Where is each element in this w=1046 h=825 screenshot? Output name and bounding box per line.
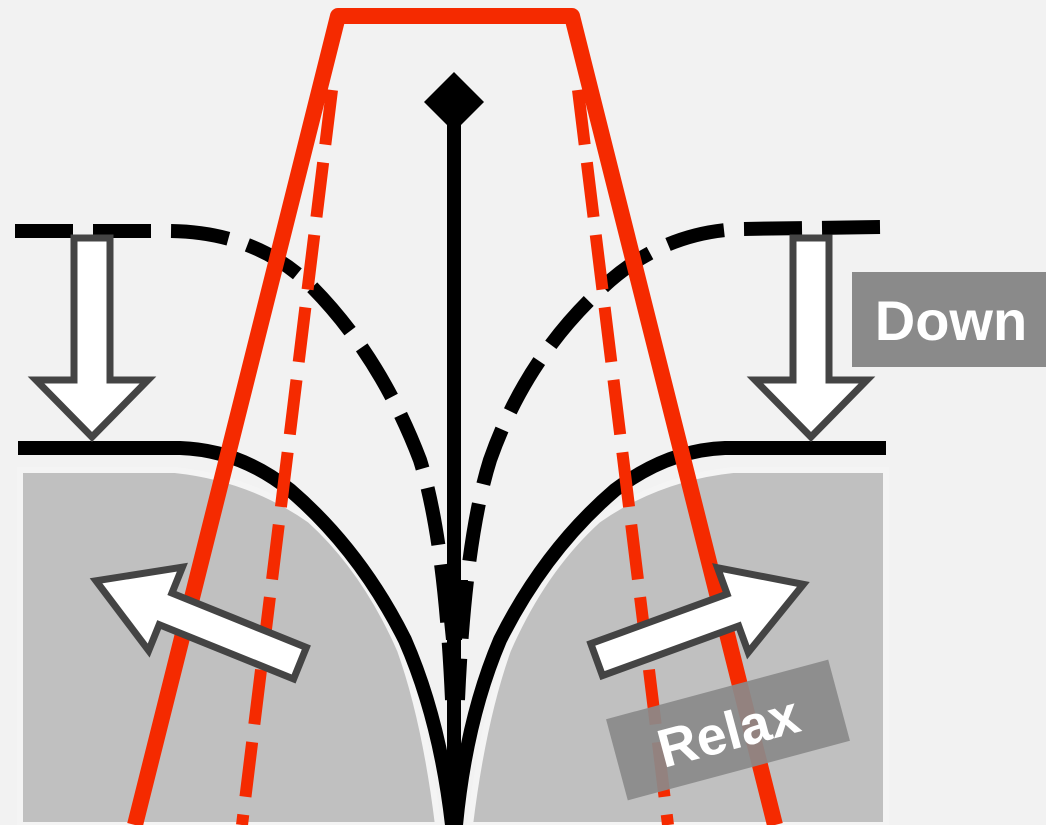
down-label: Down: [875, 289, 1027, 352]
down-arrow-right-icon: [755, 238, 867, 437]
down-arrow-left-icon: [36, 238, 148, 437]
diamond-head-icon: [424, 72, 484, 132]
